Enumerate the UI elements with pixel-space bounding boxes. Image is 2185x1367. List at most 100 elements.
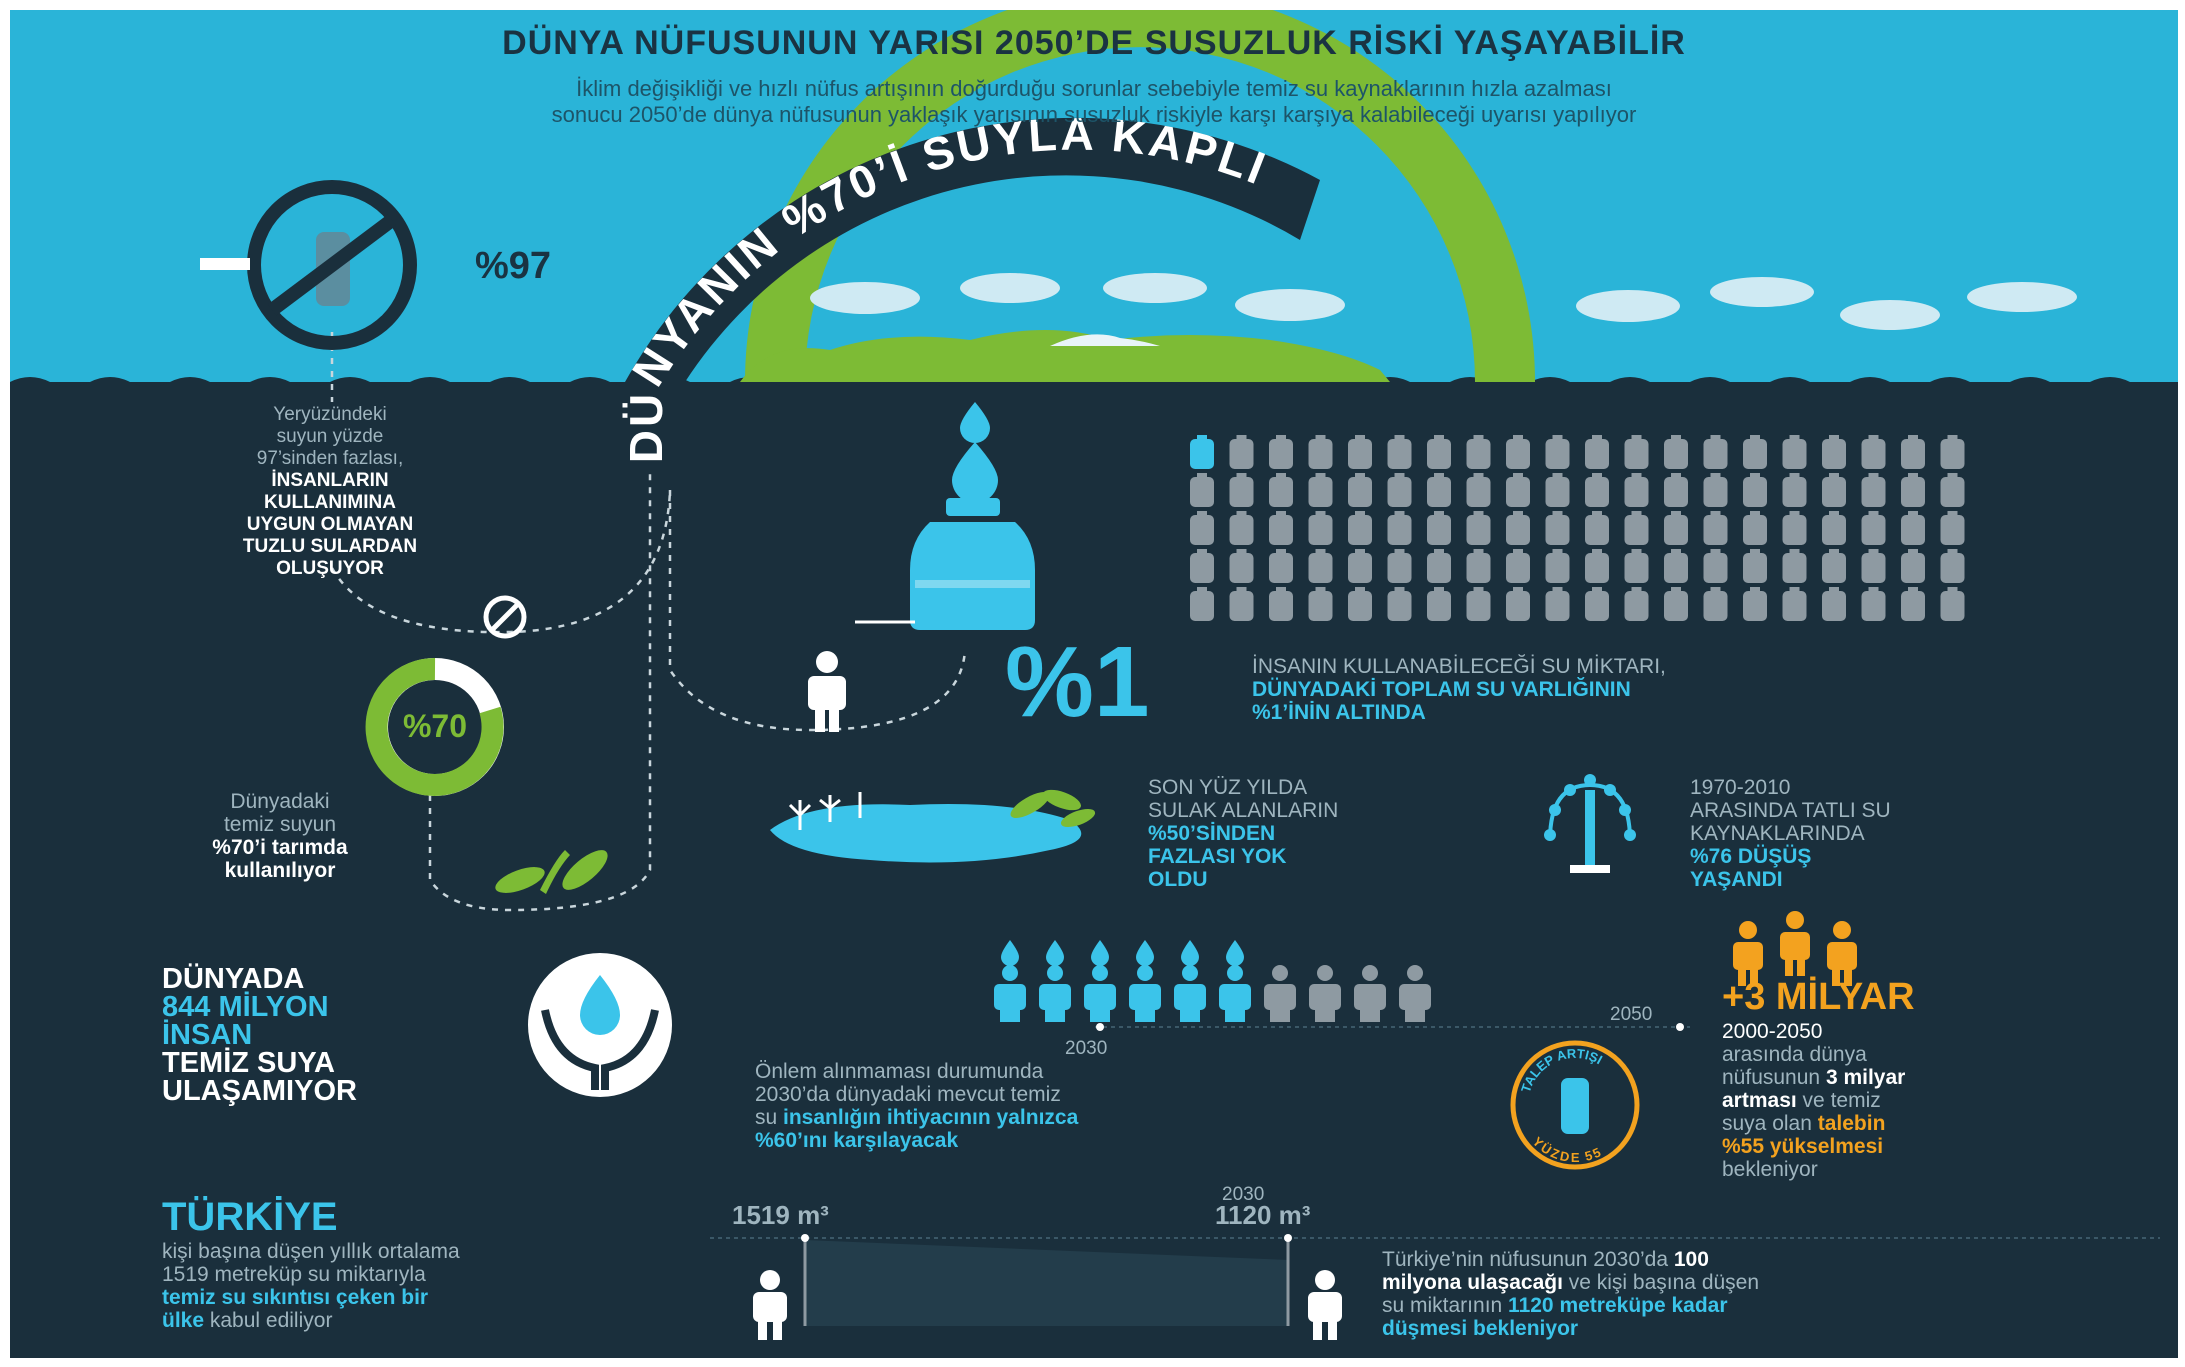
bottle-grid-icon <box>1427 549 1451 583</box>
bottle-grid-icon <box>1506 473 1530 507</box>
arc-title-text: DÜNYANIN %70’İ SUYLA KAPLI <box>620 108 1275 464</box>
bottle-grid-icon <box>1466 473 1491 507</box>
bottle-grid-icon <box>1348 511 1372 545</box>
bottle-grid-icon <box>1387 473 1412 507</box>
people-row <box>994 940 1431 1022</box>
bottle-grid-icon <box>1624 511 1649 545</box>
bottle-grid-icon <box>1545 511 1570 545</box>
bottle-grid-icon <box>1940 587 1965 621</box>
people-row-icon <box>1354 965 1386 1022</box>
bottle-grid-icon <box>1940 435 1965 469</box>
bottle-grid-icon <box>1624 587 1649 621</box>
bottle-grid-icon <box>1190 511 1214 545</box>
arc-title: DÜNYANIN %70’İ SUYLA KAPLI <box>620 108 1275 464</box>
bottle-grid-icon <box>1743 511 1767 545</box>
bottle-grid-icon <box>1664 587 1688 621</box>
bottle-grid-icon <box>1190 473 1214 507</box>
forecast-year-2050: 2050 <box>1610 1004 1653 1025</box>
bottle-grid-icon <box>1861 435 1886 469</box>
agri-percent: %70 <box>402 708 468 744</box>
bottle-grid-icon <box>1269 549 1293 583</box>
person-orange-icon <box>1733 911 1857 986</box>
clouds <box>810 273 2077 330</box>
bottle-grid-icon <box>1308 511 1333 545</box>
bottle-grid-icon <box>1308 435 1333 469</box>
bottle-grid-icon <box>1466 549 1491 583</box>
bottle-grid-icon <box>1703 549 1728 583</box>
bottle-grid-icon <box>1585 473 1609 507</box>
bottle-grid-icon <box>1308 587 1333 621</box>
bottle-grid-icon <box>1782 473 1807 507</box>
bottle-grid-icon <box>1190 435 1214 469</box>
population-text: 2000-2050 arasında dünya nüfusunun 3 mil… <box>1722 1020 1906 1181</box>
turkey-value-2030: 1120 m³ <box>1215 1200 1311 1230</box>
bottle-grid-icon <box>1190 549 1214 583</box>
svg-text:TALEP ARTIŞI: TALEP ARTIŞI <box>1518 1046 1605 1094</box>
page-title: DÜNYA NÜFUSUNUN YARISI 2050’DE SUSUZLUK … <box>502 24 1686 62</box>
bottle-grid-icon <box>1822 549 1846 583</box>
bottle-grid-icon <box>1229 435 1254 469</box>
bottle-grid-icon <box>1269 473 1293 507</box>
bottle-grid-icon <box>1901 549 1925 583</box>
bottle-grid-icon <box>1585 549 1609 583</box>
bottle-grid-icon <box>1664 435 1688 469</box>
bottle-grid-icon <box>1624 473 1649 507</box>
bottle-grid-icon <box>1545 587 1570 621</box>
bottle-grid-icon <box>1545 473 1570 507</box>
bottle-grid-icon <box>1427 587 1451 621</box>
bottle-grid-icon <box>1387 435 1412 469</box>
droplet-icon <box>952 402 998 503</box>
infographic: DÜNYANIN %70’İ SUYLA KAPLI TALEP ARTIŞI … <box>10 10 2178 1358</box>
bottle-grid-icon <box>1664 473 1688 507</box>
turkey-title: TÜRKİYE <box>162 1195 338 1239</box>
bottle-grid-icon <box>1901 511 1925 545</box>
wetlands-text: SON YÜZ YILDA SULAK ALANLARIN %50’SİNDEN… <box>1148 776 1339 891</box>
bottle-grid-icon <box>1348 473 1372 507</box>
bottle-grid-icon <box>1506 511 1530 545</box>
salt-text: Yeryüzündeki suyun yüzde 97’sinden fazla… <box>242 404 418 579</box>
bottle-grid-icon <box>1822 587 1846 621</box>
bottle-grid-icon <box>1664 511 1688 545</box>
bottle-grid-icon <box>1308 473 1333 507</box>
bottle-grid-icon <box>1743 587 1767 621</box>
bottle-grid-icon <box>1466 435 1491 469</box>
people-row-icon <box>1219 940 1251 1022</box>
bottle-grid-icon <box>1387 511 1412 545</box>
bottle-grid-icon <box>1427 511 1451 545</box>
bottle-grid-icon <box>1545 435 1570 469</box>
bottle-grid-icon <box>1703 473 1728 507</box>
usable-text: İNSANIN KULLANABİLECEĞİ SU MİKTARI, DÜNY… <box>1252 655 1666 724</box>
turkey-value-now: 1519 m³ <box>732 1200 829 1230</box>
bottle-grid-icon <box>1387 587 1412 621</box>
people-row-icon <box>1039 940 1071 1022</box>
bottle-grid-icon <box>1466 511 1491 545</box>
demand-badge-icon <box>1510 1040 1640 1170</box>
person-icon-turkey <box>753 1270 1342 1340</box>
bottle-grid-icon <box>1822 435 1846 469</box>
bottle-grid-icon <box>1743 473 1767 507</box>
hands-droplet-icon <box>528 953 672 1097</box>
bottle-grid-icon <box>1585 587 1609 621</box>
bottle-grid-icon <box>1269 511 1293 545</box>
people-row-icon <box>994 940 1026 1022</box>
bottle-grid-icon <box>1229 587 1254 621</box>
bottle-grid-icon <box>1229 473 1254 507</box>
page-subtitle: İklim değişikliği ve hızlı nüfus artışın… <box>551 76 1637 127</box>
turkey-bar <box>710 1234 2160 1326</box>
bottle-grid-icon <box>1901 473 1925 507</box>
dashed-connectors <box>330 332 967 912</box>
svg-text:YÜZDE 55: YÜZDE 55 <box>1530 1134 1603 1165</box>
bottle-grid-icon <box>1229 511 1254 545</box>
wetland-icon <box>770 789 1096 863</box>
bottle-grid-icon <box>1308 549 1333 583</box>
agri-donut-icon <box>365 657 504 796</box>
bottle-grid-icon <box>1703 435 1728 469</box>
no-sign-icon <box>483 595 527 639</box>
bottle-grid-icon <box>1506 587 1530 621</box>
bottle-grid-icon <box>1624 435 1649 469</box>
svg-text:DÜNYANIN %70’İ SUYLA KAPLI: DÜNYANIN %70’İ SUYLA KAPLI <box>620 108 1275 464</box>
bottle-grid-icon <box>1269 587 1293 621</box>
salt-percent: %97 <box>475 245 552 287</box>
bottle-grid-icon <box>1427 473 1451 507</box>
bottle-grid-icon <box>1940 549 1965 583</box>
